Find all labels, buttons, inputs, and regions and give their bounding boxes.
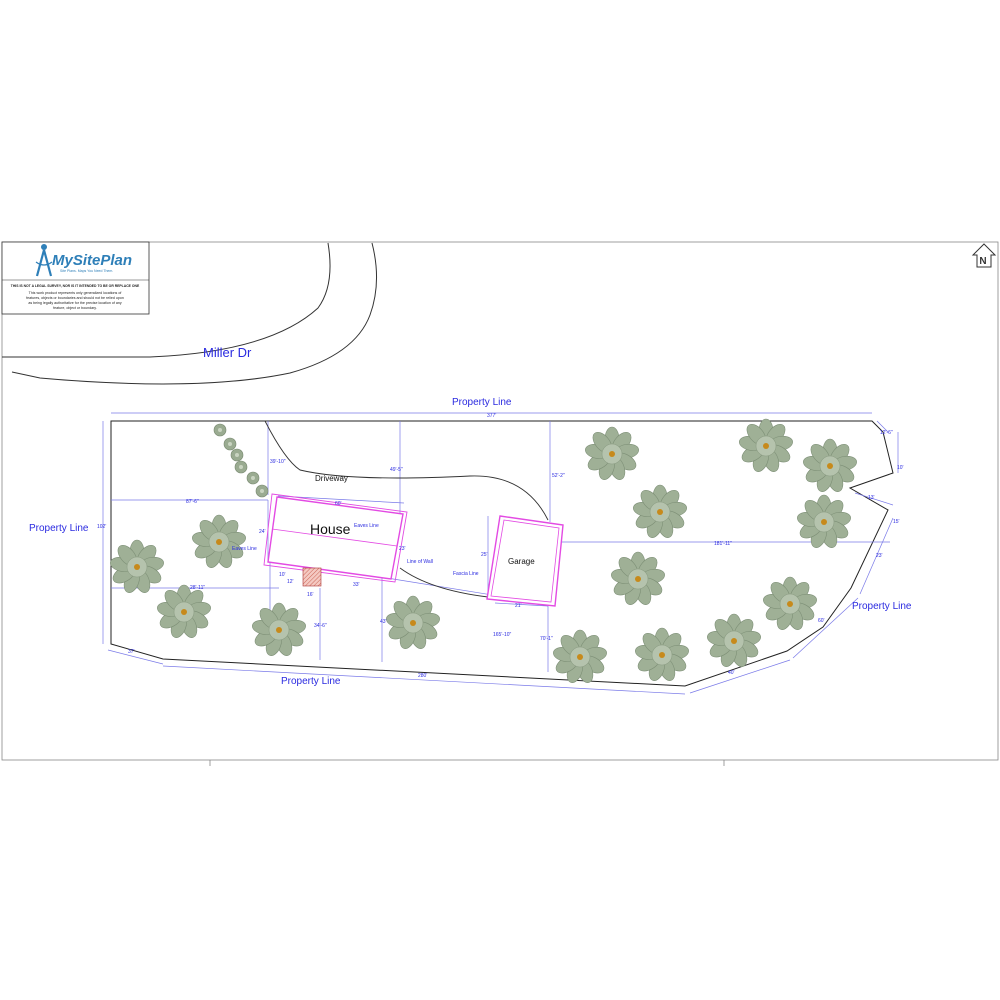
garage [486,515,564,607]
disclaimer-line: feature, object or boundary. [53,306,97,310]
sheet-frame [1,241,999,761]
dim-text: 70'-1" [540,636,553,642]
property-line-label-left: Property Line [29,523,89,534]
dim-text: 40' [728,670,735,676]
garage-label: Garage [508,557,535,566]
driveway-label: Driveway [315,474,348,483]
eaves-line-label: Eaves Line [232,546,257,552]
disclaimer-title: THIS IS NOT A LEGAL SURVEY, NOR IS IT IN… [11,284,140,288]
fascia-line-label: Fascia Line [453,571,479,577]
dim-text: 87'-6" [186,499,199,505]
street-edge-inner [11,242,378,385]
line-of-wall-label: Line of Wall [407,559,433,565]
driveway-edge [399,567,489,598]
dim-text: 12' [287,579,294,585]
dim-text: 25' [481,552,488,558]
disclaimer-line: as being legally authoritative for the p… [28,301,121,305]
dim-text: 15' [893,519,900,525]
property-line-label-bottom: Property Line [281,676,341,687]
property-line-label-right: Property Line [852,601,912,612]
dim-text: 34'-6" [314,623,327,629]
dim-text: 21' [515,603,522,609]
dim-text: 10' [279,572,286,578]
dim-text: 181'-11" [714,541,732,547]
svg-text:N: N [979,256,986,267]
street-name: Miller Dr [203,345,252,360]
dim-text: 165'-10" [493,632,512,638]
logo-tagline: Site Plans. Maps You Need Them. [60,269,113,273]
dim-text: 24' [259,529,266,535]
disclaimer-line: This work product represents only genera… [29,291,122,295]
dim-text: 60' [335,501,342,507]
dim-text: 23' [876,553,883,559]
dim-text: 37' [128,649,135,655]
dim-text: 13' [868,495,875,501]
disclaimer-line: features, objects or boundaries and shou… [26,296,124,300]
property-line-label-top: Property Line [452,397,512,408]
house-label: House [310,521,351,537]
property-line [110,420,894,687]
house [263,493,408,587]
dim-text: 52'-2" [552,473,565,479]
street-edge-outer [2,242,331,358]
dim-text: 23' [399,546,406,552]
driveway-edge [264,420,549,521]
dim-text: 43' [380,619,387,625]
dim-text: 10' [897,465,904,471]
dim-text: 33' [353,582,360,588]
dim-text: 60' [818,618,825,624]
dim-text: 49'-5" [390,467,403,473]
porch [302,567,322,587]
dim-text: 280' [418,673,427,679]
dim-text: 377' [487,413,496,419]
dim-text: 12'-6" [880,430,893,436]
eaves-line-label: Eaves Line [354,523,379,529]
title-block: MySitePlan Site Plans. Maps You Need The… [1,241,150,315]
logo-brand: MySitePlan [52,252,132,269]
north-arrow-icon: N [971,243,997,268]
dim-text: 16' [307,592,314,598]
dimension-texts: 377' 102' 39'-10" 49'-5" 52'-2" 87'-6" 6… [97,413,904,679]
compass-logo-icon [35,244,53,277]
dim-text: 28'-11" [190,585,205,591]
dim-text: 39'-10" [270,459,286,465]
dim-text: 102' [97,524,106,530]
